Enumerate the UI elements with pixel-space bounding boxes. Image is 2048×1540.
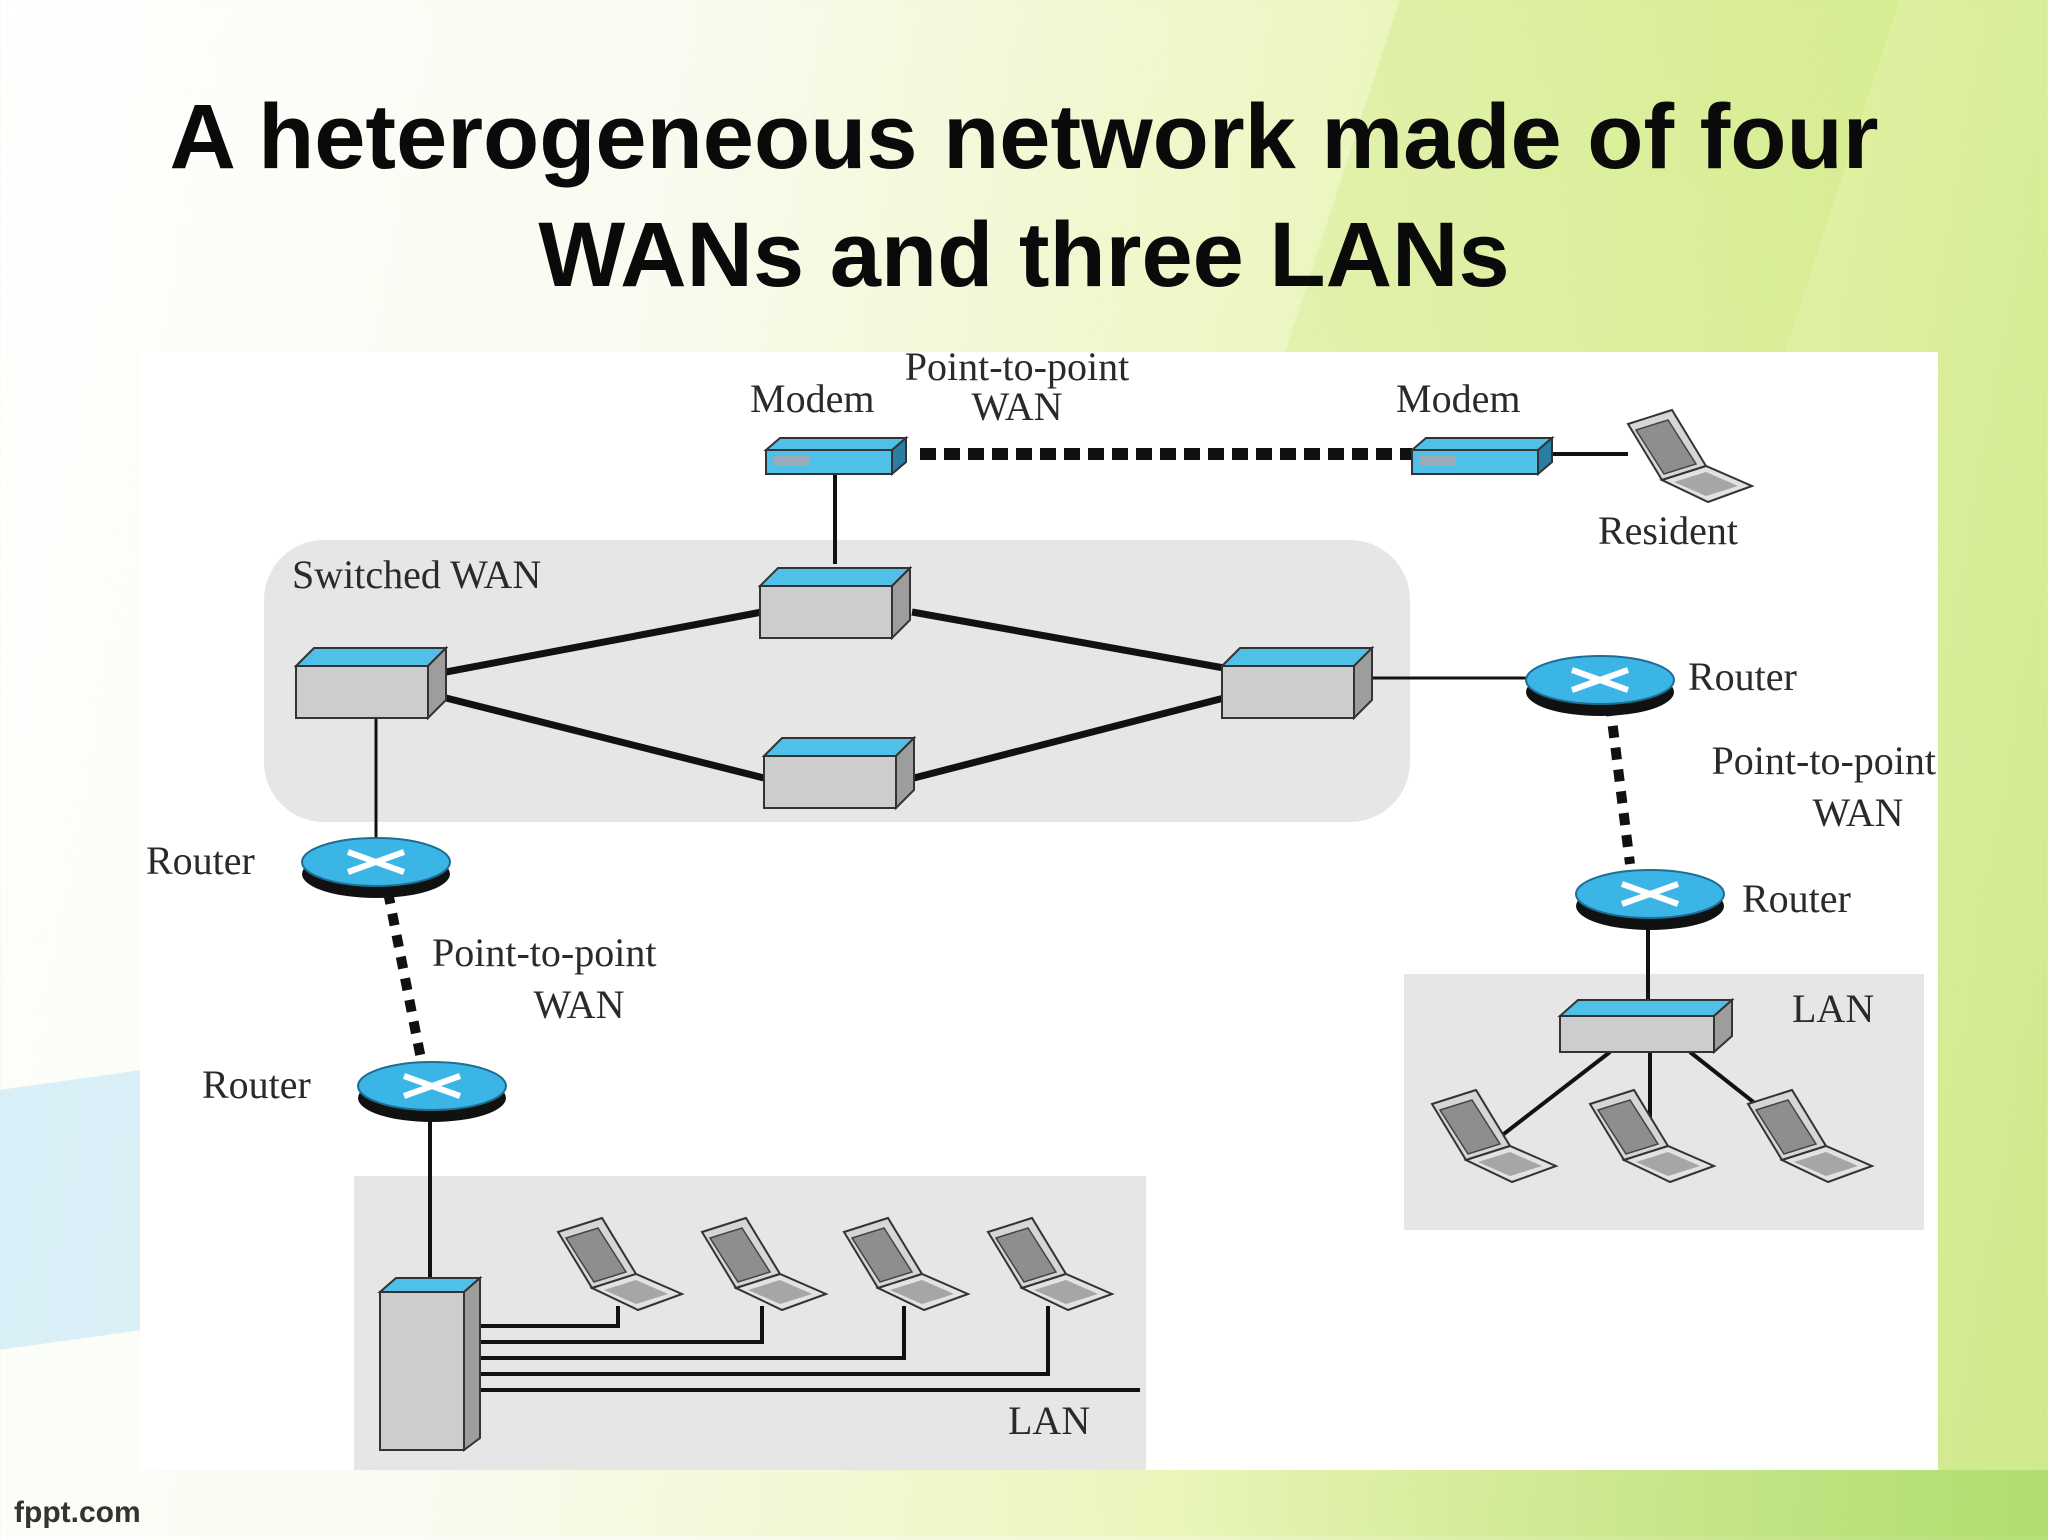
modem-left: [765, 437, 907, 475]
right-wan-label-line1: Point-to-point: [1712, 738, 1936, 783]
router-left-bottom-icon: [358, 1062, 506, 1122]
router-left-bottom-label: Router: [202, 1062, 311, 1107]
diagram-panel: Modem Modem Point-to-point WAN Resident …: [140, 352, 1938, 1470]
slide-title-line1: A heterogeneous network made of four: [169, 86, 1879, 188]
wan-switch-left: [295, 647, 447, 719]
lan-bottom-cabling: [480, 1306, 1140, 1392]
router-right-top-label: Router: [1688, 654, 1797, 699]
router-left-top-label: Router: [146, 838, 255, 883]
modem-left-label: Modem: [750, 376, 874, 421]
link-switch-top-to-right: [911, 608, 1225, 672]
lan-right-label: LAN: [1792, 986, 1874, 1031]
router-right-bottom-label: Router: [1742, 876, 1851, 921]
lan-right-switch: [1557, 997, 1735, 1055]
top-wan-label-line2: WAN: [971, 384, 1062, 429]
background-accent-bottom: [1180, 1470, 2048, 1540]
modem-right: [1411, 437, 1553, 475]
link-right-point-to-point: [1605, 703, 1635, 865]
router-right-bottom-icon: [1576, 870, 1724, 930]
network-diagram: Modem Modem Point-to-point WAN Resident …: [146, 352, 1936, 1470]
lan-bottom-label: LAN: [1008, 1398, 1090, 1443]
wan-switch-right: [1221, 647, 1373, 719]
lan-bottom-switch: [377, 1275, 483, 1452]
slide-title: A heterogeneous network made of four WAN…: [0, 78, 2048, 314]
link-switch-left-to-bottom: [445, 694, 765, 782]
left-wan-label-line2: WAN: [533, 982, 624, 1027]
link-switch-bottom-to-right: [913, 694, 1225, 782]
router-right-top-icon: [1526, 656, 1674, 716]
resident-laptop-icon: [1627, 409, 1753, 503]
top-wan-label-line1: Point-to-point: [905, 352, 1129, 389]
link-switch-left-to-top: [445, 608, 763, 676]
router-left-top-icon: [302, 838, 450, 898]
link-left-point-to-point: [383, 891, 427, 1065]
wan-switch-top: [759, 567, 911, 639]
modem-right-label: Modem: [1396, 376, 1520, 421]
footer-watermark: fppt.com: [14, 1496, 141, 1529]
resident-label: Resident: [1598, 508, 1738, 553]
switched-wan-region: [264, 540, 1410, 822]
background-accent-left: [0, 1070, 140, 1350]
switched-wan-label: Switched WAN: [292, 552, 541, 597]
left-wan-label-line1: Point-to-point: [432, 930, 656, 975]
wan-switch-bottom: [763, 737, 915, 809]
right-wan-label-line2: WAN: [1812, 790, 1903, 835]
slide-title-line2: WANs and three LANs: [538, 204, 1510, 306]
